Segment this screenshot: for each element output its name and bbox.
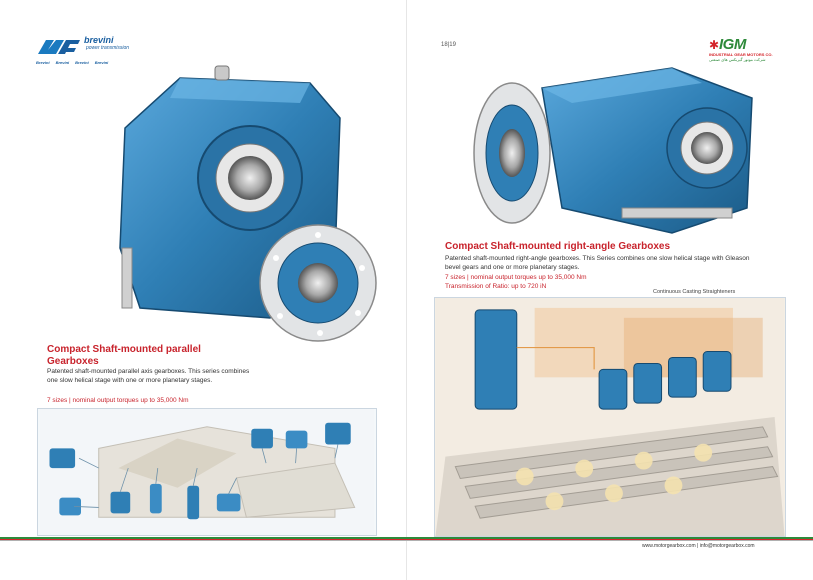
igm-logo: ✱ IGM INDUSTRIAL GEAR MOTORS CO. شرکت مو… [709, 36, 789, 62]
brevini-name: brevini [84, 35, 114, 45]
product-title: Compact Shaft-mounted right-angle Gearbo… [445, 241, 671, 252]
product-spec-ratio: Transmission of Ratio: up to 720 iN [445, 283, 547, 290]
igm-subtitle-fa: شرکت موتور گیربکس های صنعتی [709, 57, 766, 62]
product-description: Patented shaft-mounted parallel axis gea… [47, 368, 250, 384]
star-icon: ✱ [709, 38, 720, 52]
product-spec-torque: 7 sizes | nominal output torques up to 3… [445, 274, 587, 281]
footer-stripe-red [0, 539, 813, 540]
product-title: Compact Shaft-mounted parallel Gearboxes [47, 344, 201, 367]
footer-stripe-gray [0, 540, 813, 541]
brand-mark: Brevini [75, 60, 89, 65]
product-description: Patented shaft-mounted right-angle gearb… [445, 255, 750, 271]
casting-straightener-image [434, 297, 786, 537]
footer-stripe-green [0, 537, 813, 539]
footer-contact: www.motorgearbox.com | info@motorgearbox… [642, 543, 755, 549]
brevini-mark-icon [38, 40, 80, 54]
brevini-logo: brevini power transmission [36, 36, 136, 72]
product-spec: 7 sizes | nominal output torques up to 3… [47, 397, 189, 404]
brevini-tagline: power transmission [86, 45, 130, 51]
brand-mark: Brevini [36, 60, 50, 65]
igm-name: IGM [719, 36, 746, 53]
application-diagram-image [37, 408, 377, 536]
page-number: 18|19 [441, 42, 456, 48]
left-page: brevini power transmission Brevini Brevi… [0, 0, 406, 580]
right-angle-gearbox-image [473, 67, 753, 234]
brand-mark: Brevini [94, 60, 109, 65]
page-spine [406, 0, 407, 580]
right-page: 18|19 ✱ IGM INDUSTRIAL GEAR MOTORS CO. ش… [407, 0, 813, 580]
brand-mark: Brevini [55, 60, 70, 65]
igm-subtitle: INDUSTRIAL GEAR MOTORS CO. [709, 52, 773, 57]
brand-row: Brevini Brevini Brevini Brevini [36, 60, 108, 65]
parallel-gearbox-image [119, 65, 377, 342]
illustration-caption: Continuous Casting Straighteners [653, 289, 736, 295]
